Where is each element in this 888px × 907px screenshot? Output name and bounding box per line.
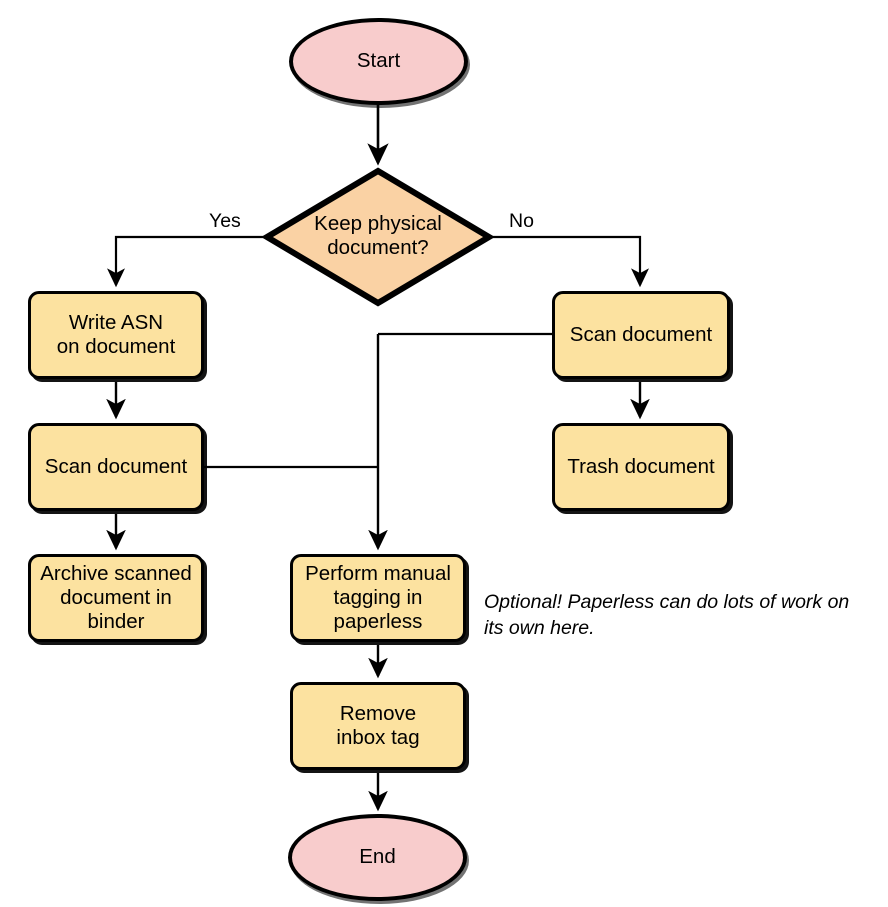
edge-label-yes: Yes	[209, 210, 241, 232]
node-archive-line3: binder	[87, 610, 145, 634]
edge-label-no: No	[509, 210, 534, 232]
node-scan-document-left[interactable]: Scan document	[28, 423, 204, 511]
node-write-asn-line1: Write ASN	[68, 310, 164, 334]
node-remove-inbox-tag[interactable]: Remove inbox tag	[290, 682, 466, 770]
node-archive-scanned-document[interactable]: Archive scanned document in binder	[28, 554, 204, 642]
node-end-label: End	[359, 845, 396, 869]
annotation-optional-paperless: Optional! Paperless can do lots of work …	[484, 590, 884, 642]
node-trash-document[interactable]: Trash document	[552, 423, 730, 511]
node-scan-document-right[interactable]: Scan document	[552, 291, 730, 379]
node-archive-line1: Archive scanned	[40, 561, 192, 585]
node-decision-keep-physical-document[interactable]: Keep physical document?	[263, 167, 493, 307]
node-remove-inbox-line1: Remove	[339, 701, 417, 725]
node-write-asn-label: Write ASN on document	[57, 311, 176, 359]
node-manual-tagging-label: Perform manual tagging in paperless	[305, 562, 451, 635]
node-archive-label: Archive scanned document in binder	[40, 562, 192, 635]
node-scan-document-left-label: Scan document	[44, 454, 188, 478]
node-decision-label-line1: Keep physical	[314, 211, 442, 235]
node-remove-inbox-label: Remove inbox tag	[336, 702, 419, 750]
node-perform-manual-tagging[interactable]: Perform manual tagging in paperless	[290, 554, 466, 642]
node-archive-line2: document in	[60, 585, 172, 609]
node-decision-label-line2: document?	[327, 236, 429, 259]
node-manual-tagging-line1: Perform manual	[305, 561, 451, 585]
node-scan-document-right-label: Scan document	[569, 322, 713, 346]
annotation-line1: Optional! Paperless can do lots of work …	[484, 591, 850, 613]
annotation-line2: its own here.	[484, 616, 595, 639]
node-write-asn-on-document[interactable]: Write ASN on document	[28, 291, 204, 379]
node-start[interactable]: Start	[289, 18, 468, 105]
node-write-asn-line2: on document	[56, 335, 176, 358]
diamond-shape	[263, 167, 493, 307]
node-decision-label: Keep physical document?	[314, 212, 442, 262]
node-trash-document-label: Trash document	[567, 454, 715, 478]
node-start-label: Start	[356, 49, 401, 73]
node-end[interactable]: End	[288, 814, 467, 901]
node-manual-tagging-line2: tagging in	[333, 585, 423, 609]
node-remove-inbox-line2: inbox tag	[336, 726, 420, 749]
connector-decision-yes-to-write-asn	[106, 235, 264, 288]
connector-decision-no-to-scan-right	[492, 235, 650, 288]
node-manual-tagging-line3: paperless	[333, 610, 423, 634]
